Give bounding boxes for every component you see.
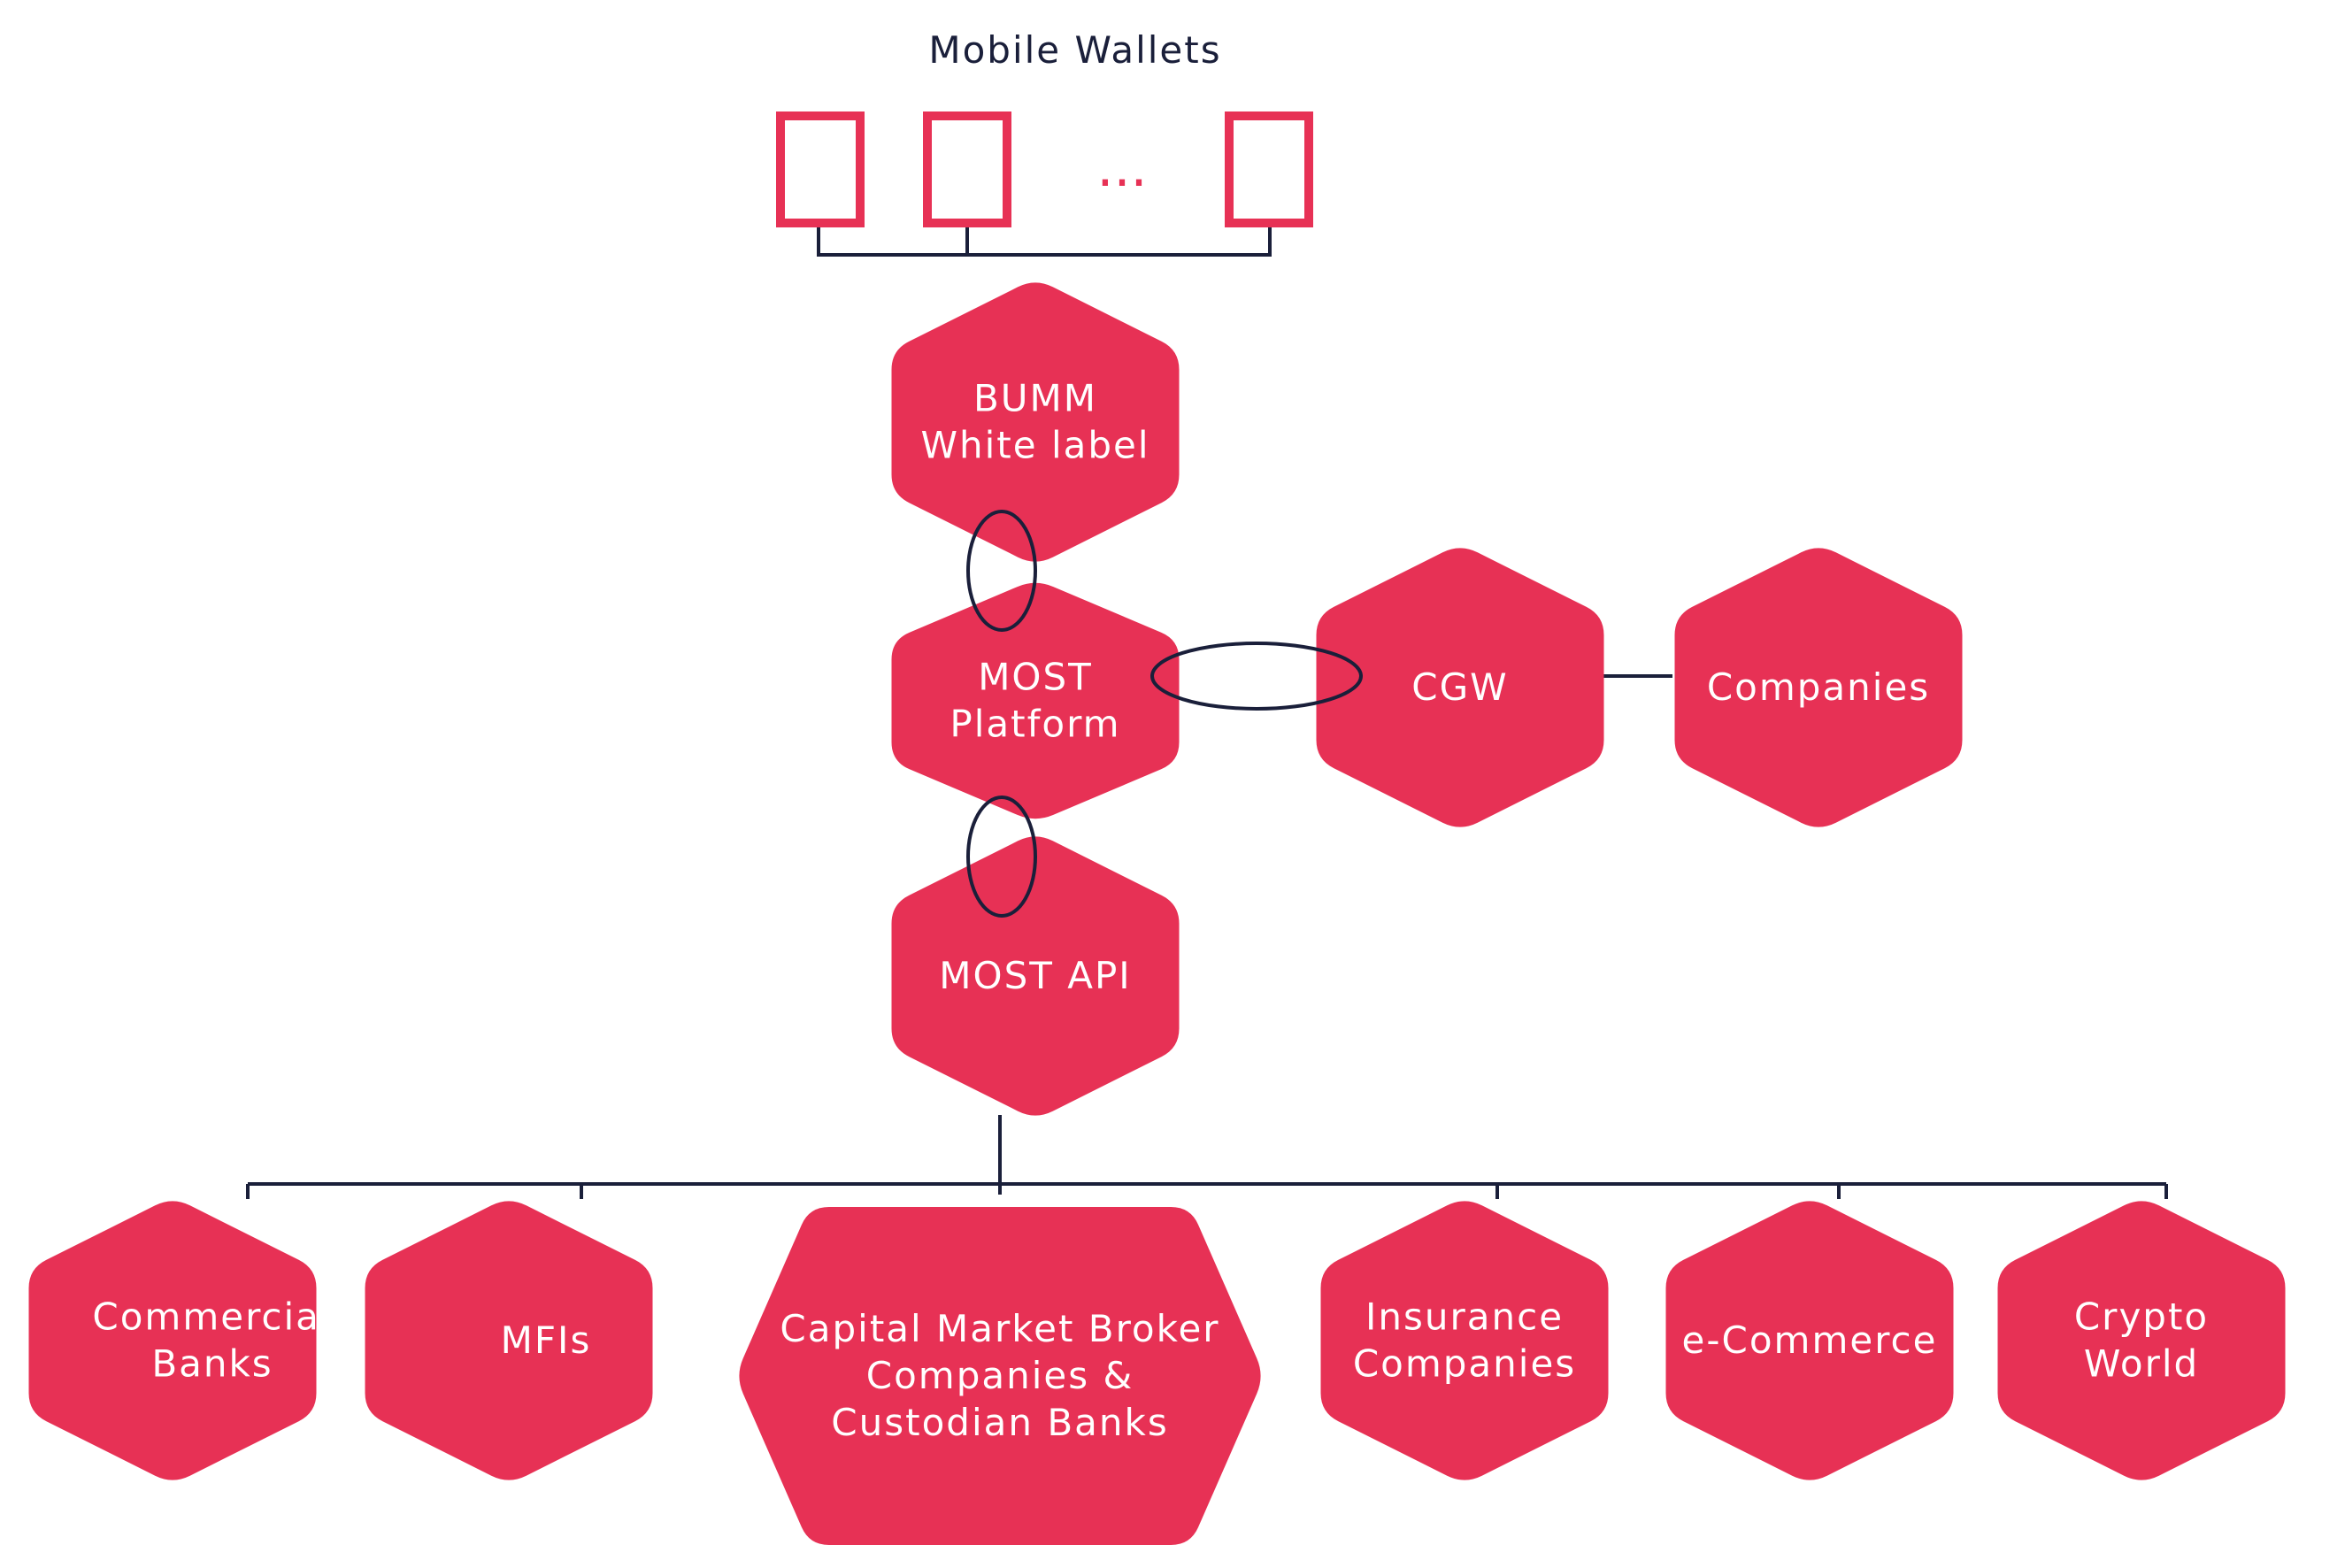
platform-cgw-link-ring (1150, 642, 1363, 711)
node-most-api: MOST API (891, 836, 1180, 1116)
node-label-line: World (2084, 1342, 2199, 1386)
hexagon-shape (1997, 1201, 2286, 1480)
node-label-line: Insurance (1365, 1295, 1564, 1339)
node-label-line: MFIs (501, 1318, 592, 1362)
node-label-line: Crypto (2074, 1295, 2209, 1339)
mobile-wallet-icon (923, 111, 1011, 227)
hexagon-shape (1665, 1201, 1954, 1480)
hexagon-shape (1674, 548, 1963, 827)
ellipsis: ... (1096, 137, 1147, 199)
wallet-bracket-line (817, 226, 1272, 257)
hexagon-shape (28, 1201, 317, 1480)
hexagon-shape (891, 282, 1180, 562)
node-label-line: MOST (978, 656, 1093, 699)
node-label-line: Companies & (866, 1354, 1134, 1397)
hexagon-shape (891, 582, 1180, 819)
hexagon-shape (1320, 1201, 1609, 1480)
hexagon-shape (739, 1207, 1261, 1545)
link-rings (966, 510, 1363, 918)
hexagon-shape (891, 836, 1180, 1116)
node-label-line: Commercial (92, 1295, 332, 1339)
node-label-line: Platform (950, 703, 1120, 746)
platform-api-link-ring (966, 796, 1037, 918)
node-label-line: Custodian Banks (831, 1401, 1168, 1444)
node-mfis: MFIs (365, 1201, 653, 1480)
api-tree-line (246, 1115, 2168, 1199)
node-label-line: CGW (1411, 665, 1508, 709)
mobile-wallet-icon (776, 111, 865, 227)
node-label-line: BUMM (973, 377, 1097, 420)
mobile-wallets-title: Mobile Wallets (928, 28, 1221, 72)
node-label-line: MOST API (939, 954, 1131, 997)
node-label-line: Companies (1707, 665, 1930, 709)
node-label-line: Capital Market Broker (780, 1307, 1219, 1350)
node-cgw: CGW (1316, 548, 1604, 827)
node-ecommerce: e-Commerce (1665, 1201, 1954, 1480)
node-label-line: e-Commerce (1682, 1318, 1938, 1362)
hexagon-shape (365, 1201, 653, 1480)
node-label-line: Companies (1353, 1342, 1576, 1386)
mobile-wallet-icon (1225, 111, 1313, 227)
mobile-wallet-icons: ... (776, 111, 1313, 227)
bumm-most-link-ring (966, 510, 1037, 632)
hexagon-shape (1316, 548, 1604, 827)
node-label-line: Banks (151, 1342, 273, 1386)
connector-lines (246, 226, 2168, 1199)
node-companies: Companies (1674, 548, 1963, 827)
node-label-line: White label (920, 424, 1149, 467)
